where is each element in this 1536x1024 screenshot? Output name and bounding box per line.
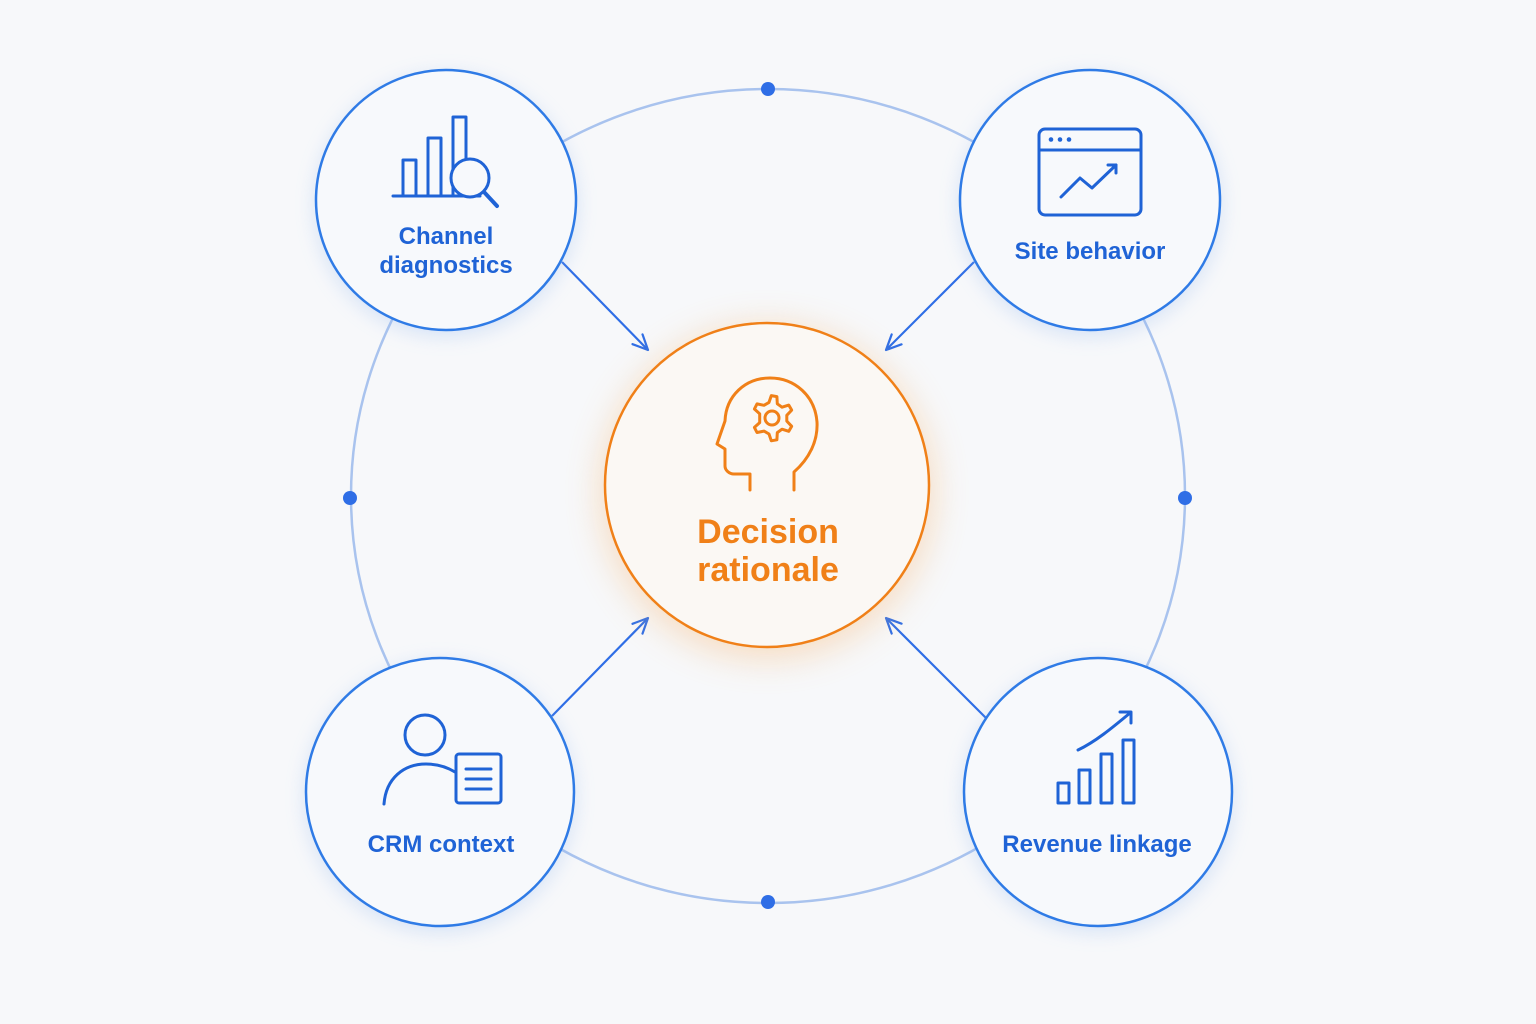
decision-rationale-label-line2: rationale [697, 551, 839, 590]
center-node-decision-rationale [603, 321, 931, 649]
revenue-linkage-label: Revenue linkage [1002, 831, 1192, 858]
channel-diagnostics-label-line1: Channel [398, 223, 494, 250]
node-revenue-linkage [962, 656, 1234, 928]
growth-bars-icon [1056, 710, 1136, 805]
site-behavior-label: Site behavior [1014, 238, 1166, 265]
arrow-site-to-center [884, 261, 975, 352]
ring-dot-left [343, 491, 357, 505]
arrow-revenue-to-center [884, 616, 987, 719]
node-site-behavior [958, 68, 1222, 332]
node-channel-diagnostics [314, 68, 578, 332]
channel-diagnostics-label: Channel diagnostics [379, 223, 512, 281]
ring-dot-top [761, 82, 775, 96]
person-document-icon [382, 713, 503, 806]
node-crm-context [304, 656, 576, 928]
channel-diagnostics-label-line2: diagnostics [379, 251, 513, 279]
arrow-crm-to-center [551, 616, 650, 717]
bar-chart-magnifier-icon [391, 115, 499, 208]
browser-trend-icon [1037, 127, 1143, 217]
crm-context-label: CRM context [367, 831, 515, 858]
decision-rationale-label-line1: Decision [697, 513, 839, 551]
ring-dot-bottom [761, 895, 775, 909]
arrow-channel-to-center [561, 261, 650, 352]
decision-rationale-label: Decision rationale [697, 513, 839, 589]
ring-dot-right [1178, 491, 1192, 505]
head-gear-icon [715, 376, 819, 492]
